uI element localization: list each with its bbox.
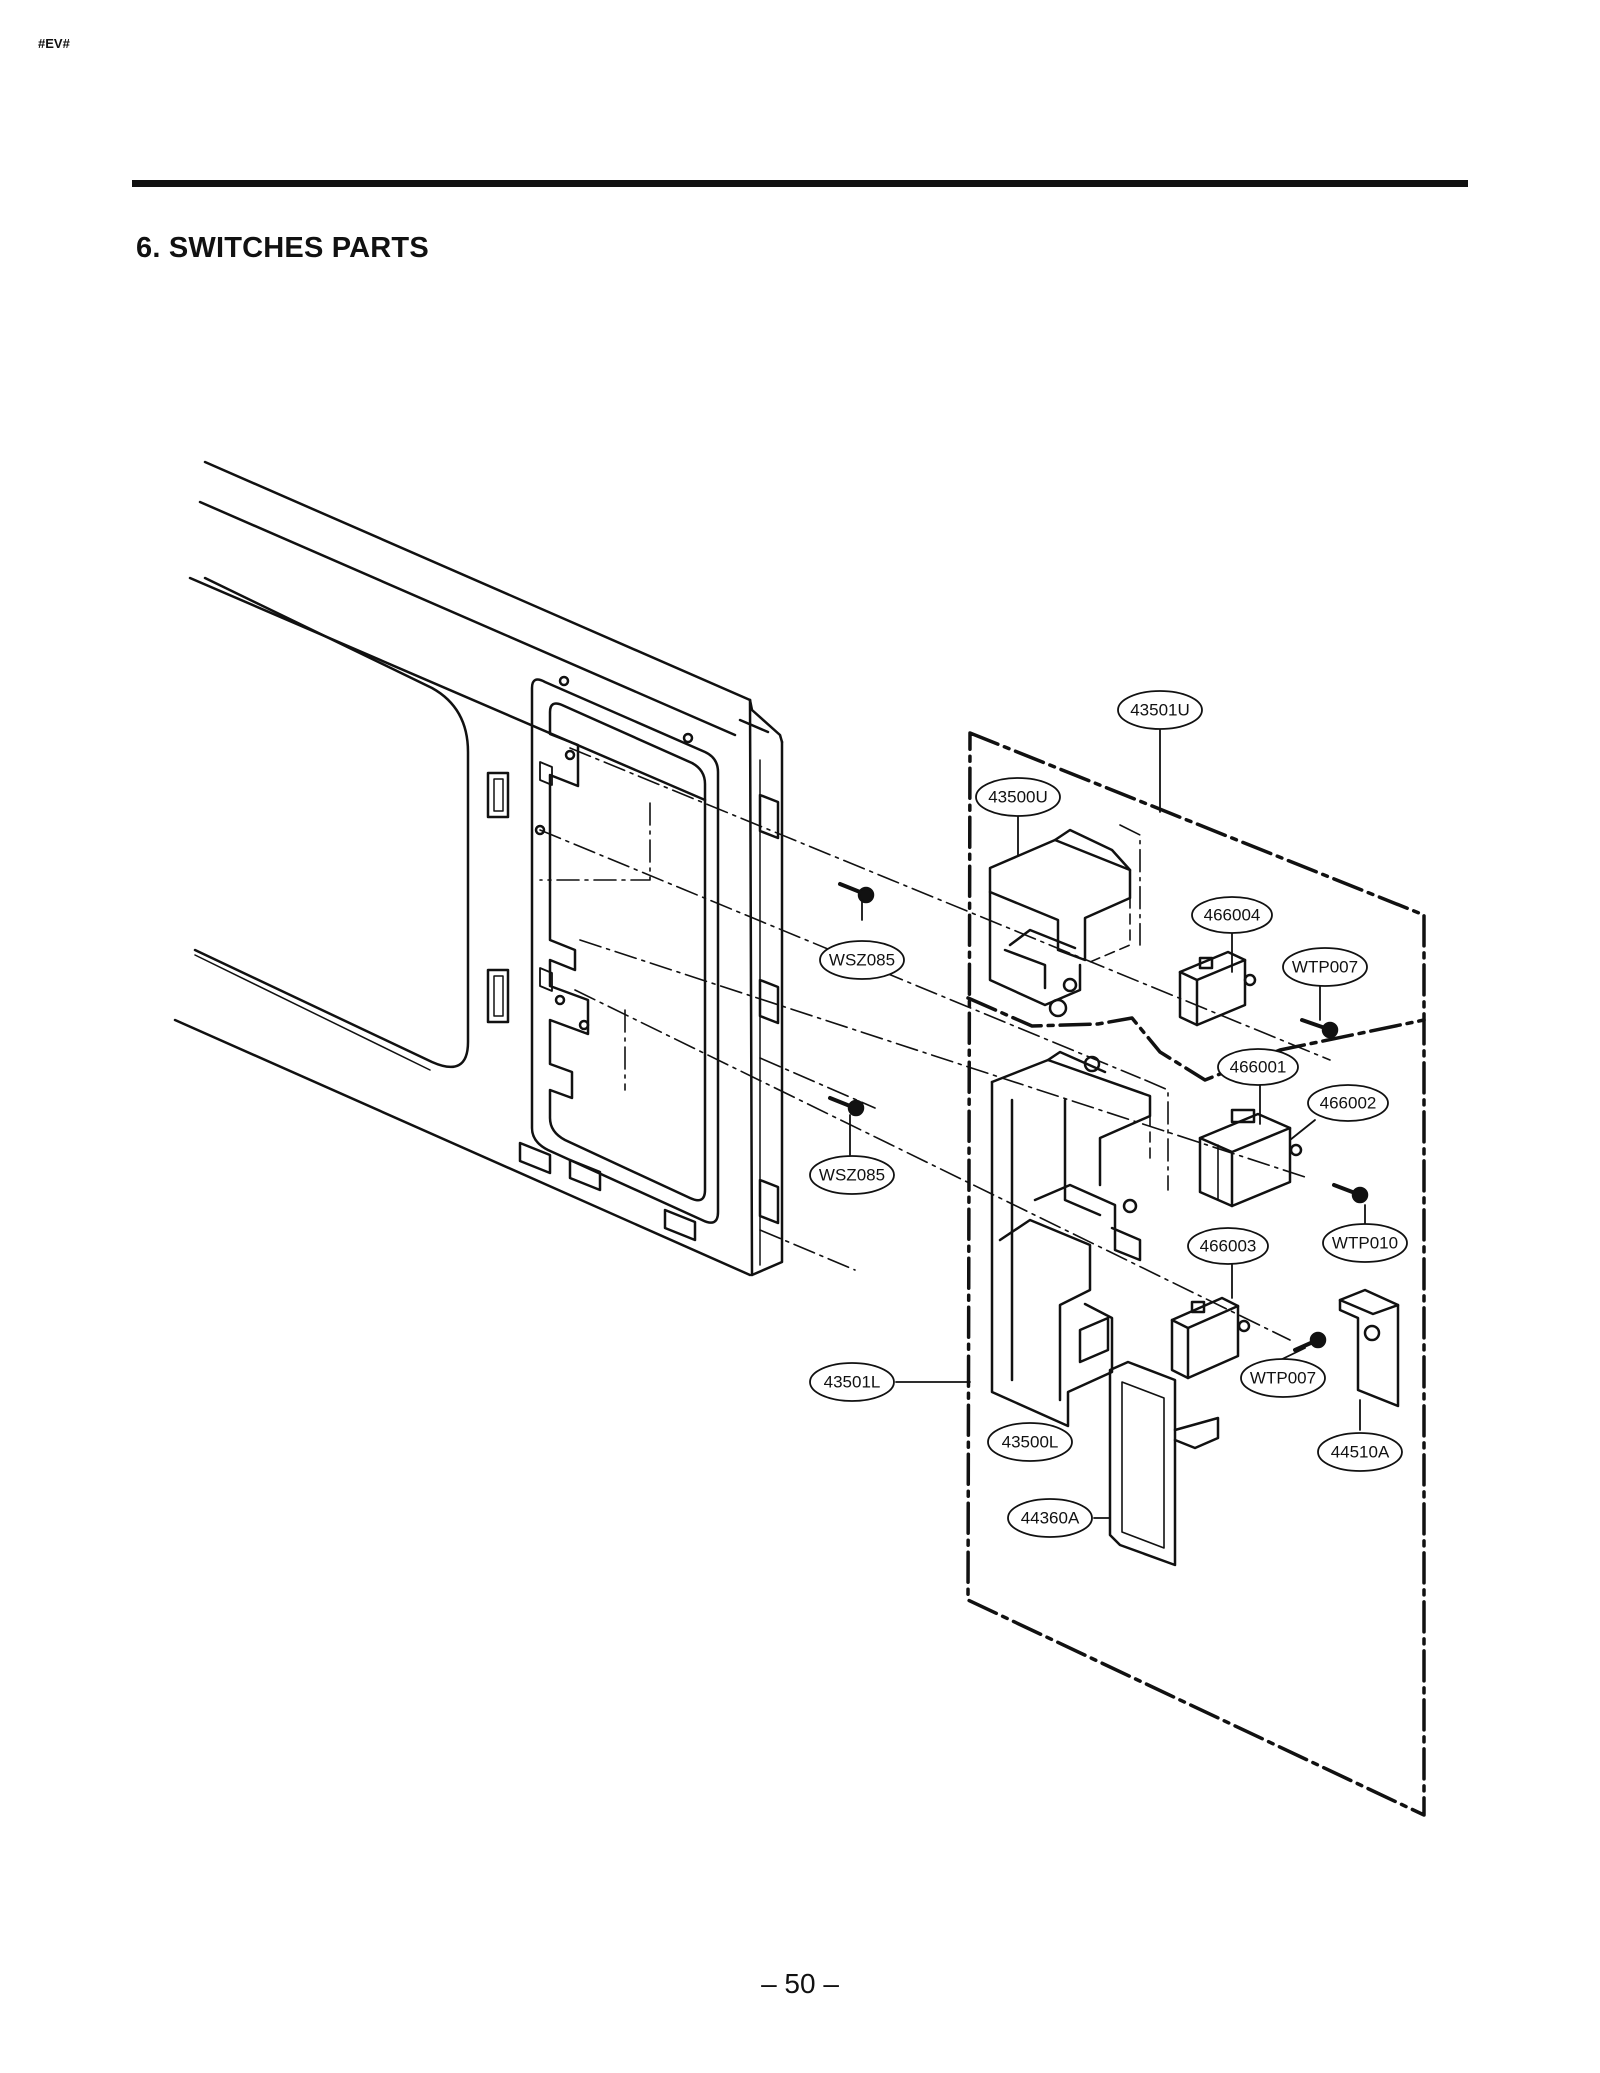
callout-43500L: 43500L [1002,1432,1059,1451]
callout-466003: 466003 [1200,1236,1257,1255]
screw-wtp010 [1332,1183,1369,1204]
section-title: 6. SWITCHES PARTS [136,232,429,264]
callout-WTP007-upper: WTP007 [1292,957,1358,976]
lever-part-44510a [1338,1288,1400,1408]
callout-466004: 466004 [1204,905,1261,924]
front-panel-frame [173,460,784,1277]
upper-holder-part [988,828,1132,1018]
callout-43501L: 43501L [824,1372,881,1391]
callout-43501U: 43501U [1130,700,1190,719]
micro-switch-466004 [1178,950,1257,1027]
callout-WSZ085-lower: WSZ085 [819,1165,885,1184]
page-number: – 50 – [761,1968,839,1999]
screw-wtp007-lower [1293,1331,1327,1352]
screw-wtp007-upper [1300,1018,1339,1039]
callout-WTP010: WTP010 [1332,1233,1398,1252]
screw-wsz085-lower [828,1096,865,1117]
callout-ellipses [809,690,1408,1538]
callout-WTP007-lower: WTP007 [1250,1368,1316,1387]
micro-switch-466001-466002 [1198,1108,1303,1208]
callout-43500U: 43500U [988,787,1048,806]
lower-holder-part [990,1050,1152,1428]
assembly-boundary [966,731,1426,1817]
callout-44510A: 44510A [1331,1442,1390,1461]
callout-WSZ085-upper: WSZ085 [829,950,895,969]
callout-466001: 466001 [1230,1057,1287,1076]
screw-wsz085-upper [838,882,875,904]
document-tag: #EV# [38,36,70,51]
callout-44360A: 44360A [1021,1508,1080,1527]
callout-466002: 466002 [1320,1093,1377,1112]
bar-part-44360a [1108,1360,1220,1567]
micro-switch-466003 [1170,1296,1251,1380]
top-rule [132,180,1468,187]
